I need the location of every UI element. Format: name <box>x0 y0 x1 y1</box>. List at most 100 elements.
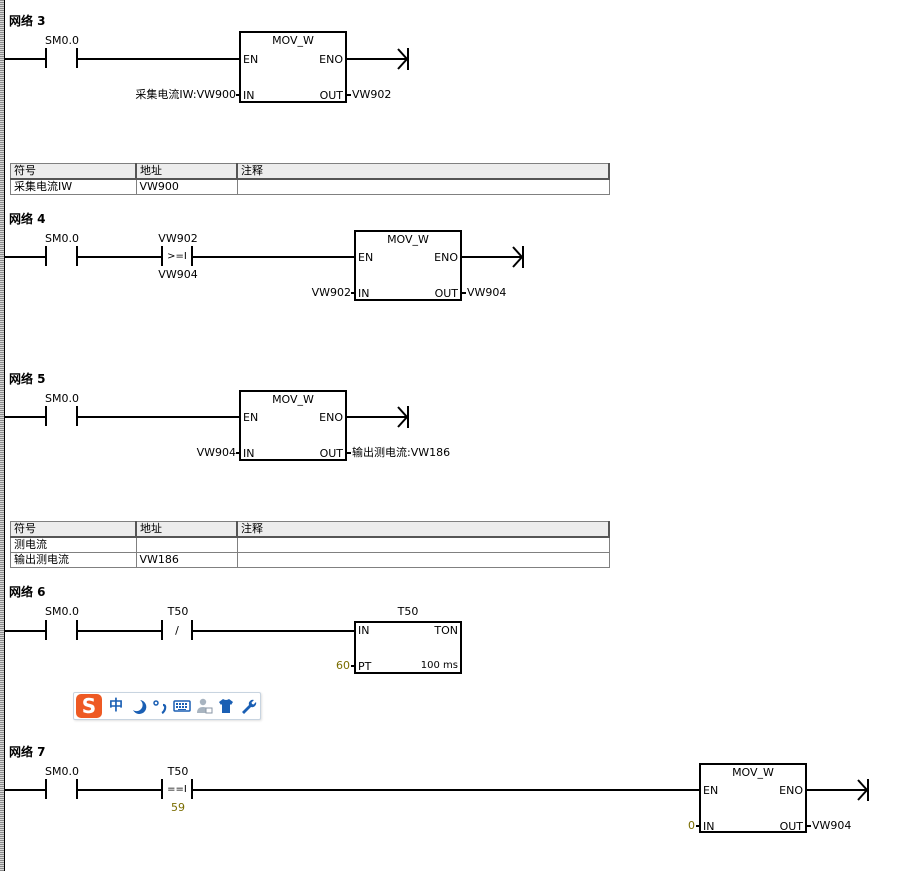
network-title: 网络 3 <box>9 14 46 28</box>
eno-wire <box>347 416 407 418</box>
sogou-logo-icon[interactable]: S <box>76 694 102 718</box>
compare-top-operand[interactable]: T50 <box>167 765 189 778</box>
timer-type: TON <box>434 624 458 637</box>
col-header-symbol: 符号 <box>10 163 137 180</box>
cell-address[interactable] <box>135 536 238 553</box>
box-title: MOV_W <box>272 34 314 47</box>
contact-label[interactable]: SM0.0 <box>45 232 79 245</box>
rung-wire <box>77 789 162 791</box>
ton-timer-box[interactable]: IN TON PT 100 ms <box>354 621 462 674</box>
cell-symbol[interactable]: 采集电流IW <box>10 178 137 195</box>
eno-wire <box>807 789 867 791</box>
mov-w-box[interactable]: MOV_W EN ENO IN OUT <box>354 230 462 301</box>
compare-top-operand[interactable]: VW902 <box>158 232 198 245</box>
keyboard-icon[interactable] <box>173 697 191 715</box>
pin-eno: ENO <box>434 251 458 264</box>
table-row: 输出测电流 VW186 <box>10 552 610 568</box>
mov-w-box[interactable]: MOV_W EN ENO IN OUT <box>239 31 347 103</box>
pin-out: OUT <box>319 89 343 102</box>
contact-left-bar <box>45 779 47 799</box>
rung-wire <box>192 630 355 632</box>
in-pin-stub <box>236 452 240 454</box>
pin-in: IN <box>243 447 255 460</box>
col-header-symbol: 符号 <box>10 521 137 538</box>
in-pin-stub <box>236 94 240 96</box>
cell-comment[interactable] <box>236 552 610 568</box>
in-operand[interactable]: 采集电流IW:VW900 <box>135 88 236 101</box>
out-pin-stub <box>807 825 811 827</box>
skin-shirt-icon[interactable] <box>217 697 235 715</box>
pin-pt: PT <box>358 660 372 673</box>
col-header-address: 地址 <box>135 521 238 538</box>
rung-wire <box>5 630 46 632</box>
rung-wire <box>5 416 46 418</box>
mov-w-box[interactable]: MOV_W EN ENO IN OUT <box>699 763 807 833</box>
pin-en: EN <box>358 251 374 264</box>
nc-contact-left-bar <box>161 620 163 640</box>
rung-wire <box>192 789 700 791</box>
pin-en: EN <box>243 53 259 66</box>
out-pin-stub <box>347 452 351 454</box>
rung-end-arrow-icon <box>857 779 869 801</box>
out-operand[interactable]: 输出测电流:VW186 <box>352 446 451 459</box>
compare-operator: >=I <box>167 251 187 262</box>
box-title: MOV_W <box>732 766 774 779</box>
rung-wire <box>5 58 46 60</box>
out-pin-stub <box>462 292 466 294</box>
time-base: 100 ms <box>420 660 458 671</box>
table-row: 采集电流IW VW900 <box>10 178 610 195</box>
punctuation-icon[interactable] <box>151 697 169 715</box>
compare-bottom-operand[interactable]: 59 <box>171 801 185 814</box>
cell-comment[interactable] <box>236 536 610 553</box>
settings-wrench-icon[interactable] <box>239 697 257 715</box>
in-operand[interactable]: VW904 <box>196 446 236 459</box>
contact-label[interactable]: SM0.0 <box>45 34 79 47</box>
cell-symbol[interactable]: 测电流 <box>10 536 137 553</box>
rung-wire <box>77 256 162 258</box>
out-operand[interactable]: VW904 <box>467 286 507 299</box>
pin-en: EN <box>703 784 719 797</box>
pt-value[interactable]: 60 <box>336 659 350 672</box>
mov-w-box[interactable]: MOV_W EN ENO IN OUT <box>239 390 347 461</box>
cell-comment[interactable] <box>236 178 610 195</box>
contact-label[interactable]: SM0.0 <box>45 765 79 778</box>
network-title: 网络 5 <box>9 372 46 386</box>
cell-address[interactable]: VW186 <box>135 552 238 568</box>
half-width-moon-icon[interactable] <box>129 697 147 715</box>
in-pin-stub <box>696 825 700 827</box>
ime-toolbar[interactable]: S 中 <box>73 692 261 720</box>
pin-out: OUT <box>434 287 458 300</box>
box-title: MOV_W <box>387 233 429 246</box>
contact-label[interactable]: SM0.0 <box>45 392 79 405</box>
col-header-comment: 注释 <box>236 521 610 538</box>
cell-address[interactable]: VW900 <box>135 178 238 195</box>
pin-in: IN <box>358 287 370 300</box>
nc-contact-label[interactable]: T50 <box>167 605 189 618</box>
pin-in: IN <box>703 820 715 833</box>
pin-eno: ENO <box>319 53 343 66</box>
in-operand[interactable]: 0 <box>688 819 695 832</box>
in-pin-stub <box>351 292 355 294</box>
rung-wire <box>77 630 162 632</box>
eno-wire <box>462 256 522 258</box>
out-operand[interactable]: VW902 <box>352 88 392 101</box>
rung-end-arrow-icon <box>397 406 409 428</box>
cell-symbol[interactable]: 输出测电流 <box>10 552 137 568</box>
network-title: 网络 6 <box>9 585 46 599</box>
contact-left-bar <box>45 48 47 68</box>
contact-left-bar <box>45 406 47 426</box>
rung-wire <box>77 416 240 418</box>
compare-left-bar <box>161 779 163 799</box>
pin-in: IN <box>243 89 255 102</box>
rung-wire <box>5 789 46 791</box>
col-header-address: 地址 <box>135 163 238 180</box>
out-operand[interactable]: VW904 <box>812 819 852 832</box>
user-icon[interactable] <box>195 697 213 715</box>
in-operand[interactable]: VW902 <box>311 286 351 299</box>
timer-label[interactable]: T50 <box>397 605 419 618</box>
contact-label[interactable]: SM0.0 <box>45 605 79 618</box>
compare-bottom-operand[interactable]: VW904 <box>158 268 198 281</box>
rung-wire <box>77 58 240 60</box>
chinese-mode-icon[interactable]: 中 <box>109 698 123 714</box>
out-pin-stub <box>347 94 351 96</box>
